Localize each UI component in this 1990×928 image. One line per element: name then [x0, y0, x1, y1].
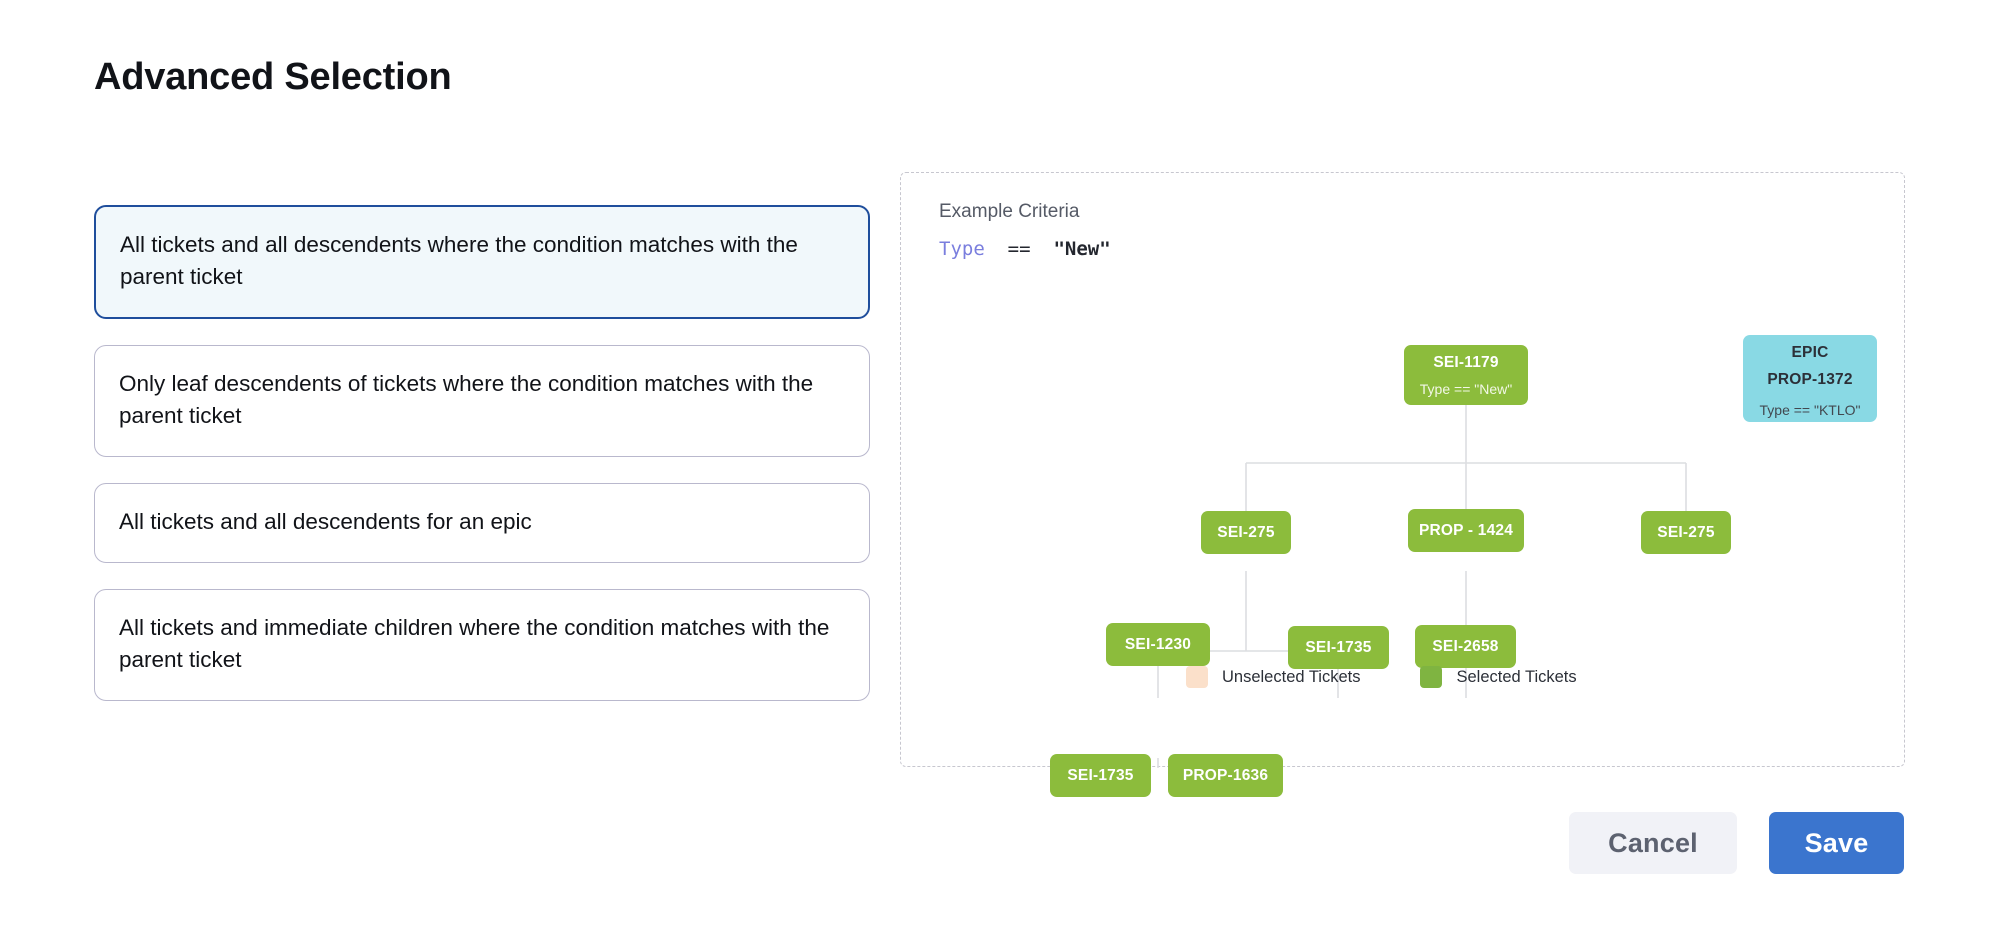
option-label: Only leaf descendents of tickets where t…	[119, 370, 814, 428]
node-id: SEI-1735	[1305, 638, 1372, 656]
node-subtitle: Type == "New"	[1419, 380, 1513, 397]
node-id: SEI-275	[1217, 523, 1275, 541]
option-card-leaf-descendents[interactable]: Only leaf descendents of tickets where t…	[94, 344, 870, 457]
node-epic-label: EPIC	[1791, 343, 1829, 361]
tree-node-sei-275-left[interactable]: SEI-275	[1201, 511, 1291, 554]
option-card-all-descendents[interactable]: All tickets and all descendents where th…	[94, 205, 870, 319]
node-id: SEI-2658	[1432, 637, 1499, 655]
save-button[interactable]: Save	[1769, 812, 1904, 874]
criteria-value: "New"	[1053, 238, 1111, 260]
node-id: SEI-1735	[1067, 766, 1134, 784]
criteria-field: Type	[939, 238, 985, 260]
diagram-legend: Unselected Tickets Selected Tickets	[1186, 666, 1577, 688]
unselected-ticket-swatch	[1186, 666, 1208, 688]
node-id: SEI-1230	[1124, 635, 1192, 653]
tree-node-sei-1735-row4[interactable]: SEI-1735	[1050, 754, 1151, 797]
tree-node-sei-1179[interactable]: SEI-1179 Type == "New"	[1404, 345, 1528, 405]
criteria-expression: Type == "New"	[939, 238, 1111, 260]
page-title: Advanced Selection	[94, 56, 452, 98]
example-diagram-panel: Example Criteria Type == "New"	[900, 172, 1906, 797]
tree-node-sei-1735-row3[interactable]: SEI-1735	[1288, 626, 1389, 669]
dialog-footer: Cancel Save	[1569, 812, 1904, 874]
legend-item-selected: Selected Tickets	[1420, 666, 1577, 688]
tree-node-sei-2658[interactable]: SEI-2658	[1415, 625, 1516, 668]
cancel-button[interactable]: Cancel	[1569, 812, 1737, 874]
tree-node-sei-275-right[interactable]: SEI-275	[1641, 511, 1731, 554]
option-card-epic-descendents[interactable]: All tickets and all descendents for an e…	[94, 482, 870, 563]
node-id: PROP-1636	[1182, 766, 1269, 784]
selection-option-list: All tickets and all descendents where th…	[94, 205, 870, 727]
selected-ticket-swatch	[1420, 666, 1443, 688]
tree-node-epic-prop-1372[interactable]: EPIC PROP-1372 Type == "KTLO"	[1743, 335, 1877, 422]
legend-label: Selected Tickets	[1456, 667, 1577, 686]
option-label: All tickets and all descendents where th…	[120, 232, 798, 289]
node-id: SEI-1179	[1433, 353, 1499, 371]
option-label: All tickets and all descendents for an e…	[119, 508, 532, 534]
ticket-tree: SEI-1179 Type == "New" EPIC PROP-1372 Ty…	[901, 173, 1906, 797]
tree-node-prop-1636[interactable]: PROP-1636	[1168, 754, 1283, 797]
node-subtitle: Type == "KTLO"	[1759, 402, 1861, 419]
option-card-immediate-children[interactable]: All tickets and immediate children where…	[94, 588, 870, 701]
legend-item-unselected: Unselected Tickets	[1186, 666, 1360, 688]
criteria-operator: ==	[1007, 238, 1031, 260]
node-id: SEI-275	[1657, 523, 1715, 541]
legend-label: Unselected Tickets	[1222, 667, 1361, 686]
node-id: PROP - 1424	[1418, 521, 1514, 539]
criteria-title: Example Criteria	[939, 201, 1080, 222]
node-epic-id: PROP-1372	[1767, 371, 1853, 388]
tree-node-prop-1424[interactable]: PROP - 1424	[1408, 509, 1524, 552]
tree-node-sei-1230[interactable]: SEI-1230	[1106, 623, 1210, 666]
option-label: All tickets and immediate children where…	[119, 614, 830, 672]
